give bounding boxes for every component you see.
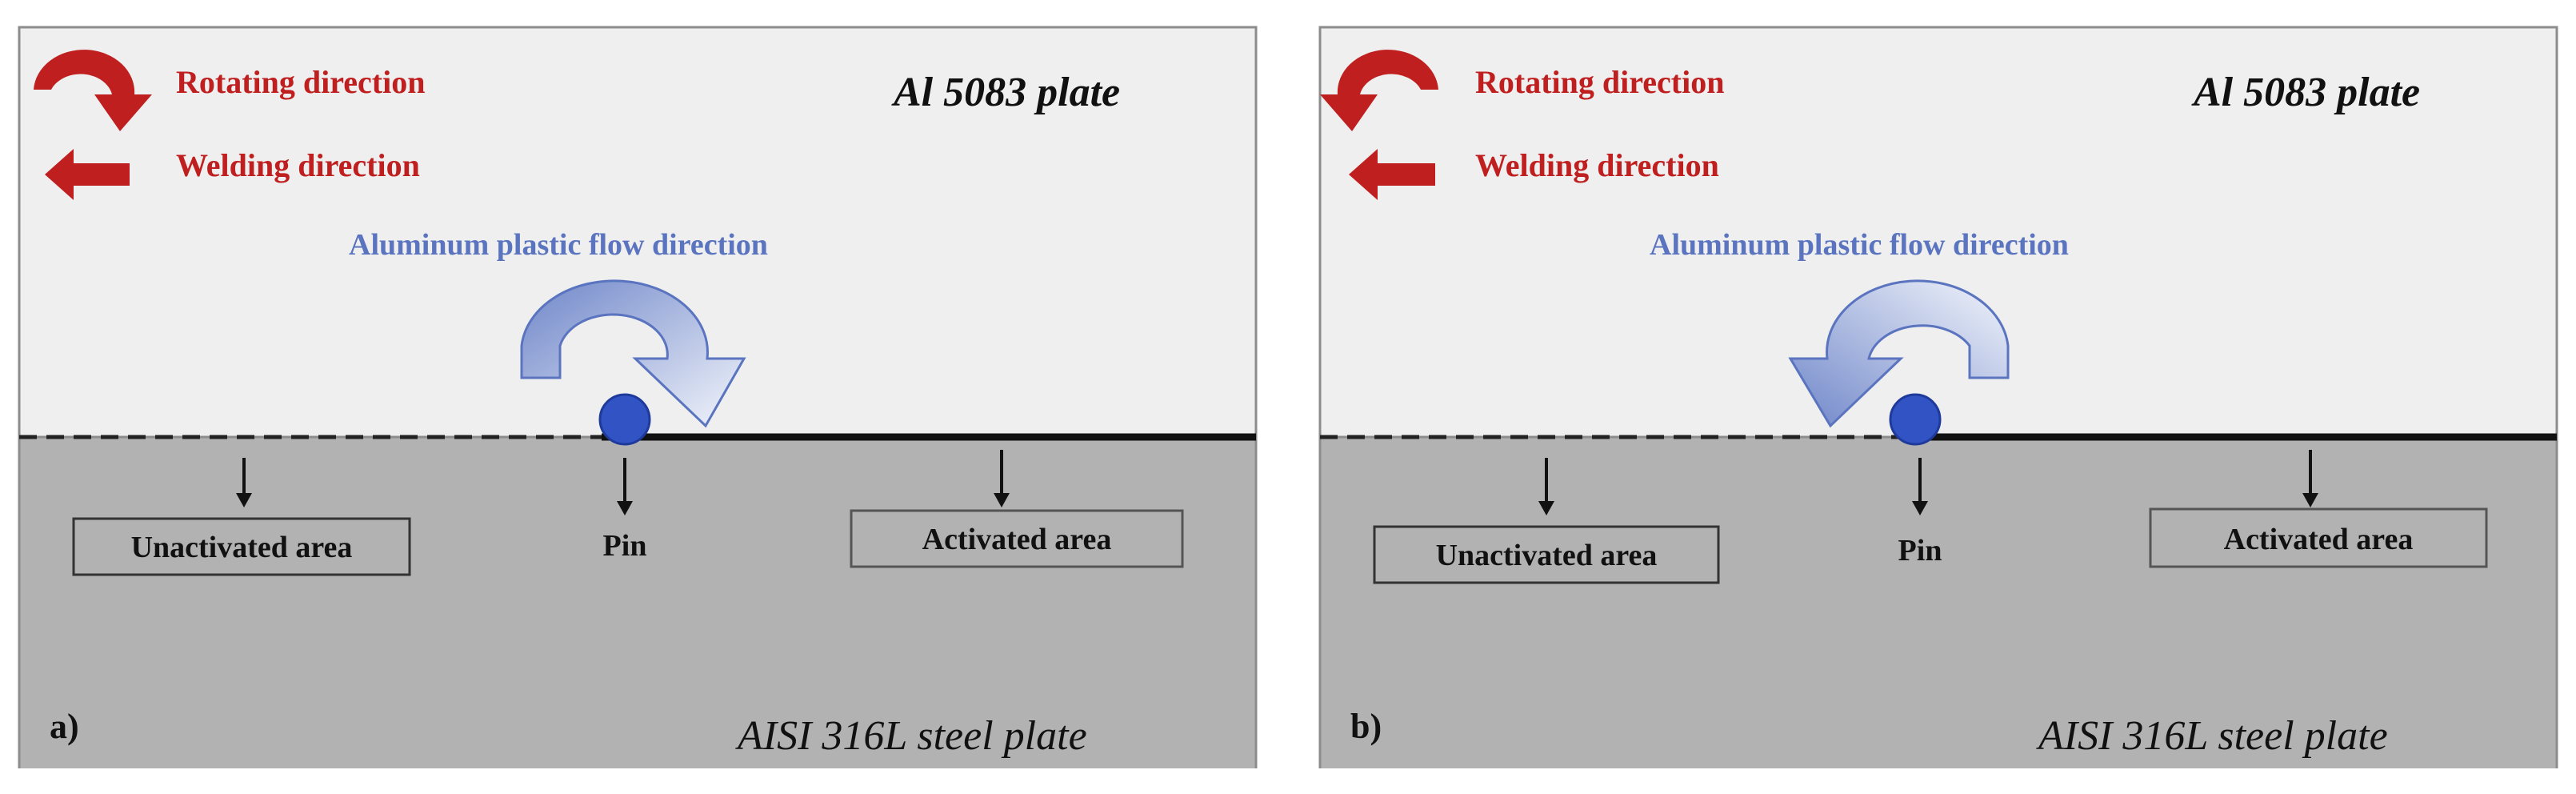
pin-arrow-icon xyxy=(1912,458,1928,515)
unactivated-area-box xyxy=(1373,525,1720,584)
panel-label: b) xyxy=(1350,707,1382,746)
activated-area-box xyxy=(2149,507,2488,568)
unactivated-arrow-icon xyxy=(1538,458,1554,515)
pin-label: Pin xyxy=(603,529,647,563)
activated-area-box xyxy=(850,509,1184,568)
activated-area-label: Activated area xyxy=(2224,523,2414,556)
unactivated-area-label: Unactivated area xyxy=(131,531,353,564)
rotating-direction-icon xyxy=(34,50,152,131)
aluminum-plate xyxy=(18,26,1258,439)
rotating-direction-label: Rotating direction xyxy=(176,64,425,100)
activated-arrow-icon xyxy=(2302,450,2318,507)
steel-plate xyxy=(18,435,1258,768)
flow-direction-label: Aluminum plastic flow direction xyxy=(1650,228,2069,262)
welding-direction-icon xyxy=(45,149,130,200)
unactivated-area-box xyxy=(72,517,411,576)
welding-direction-label: Welding direction xyxy=(1475,147,1719,183)
bottom-plate-label: AISI 316L steel plate xyxy=(2036,713,2388,759)
panel-label: a) xyxy=(50,707,79,746)
flow-direction-arrow-icon xyxy=(520,279,746,428)
unactivated-area-label: Unactivated area xyxy=(1436,539,1658,572)
pin-arrow-icon xyxy=(617,458,633,515)
flow-direction-label: Aluminum plastic flow direction xyxy=(349,228,768,262)
pin-icon xyxy=(1889,393,1942,446)
flow-direction-arrow-icon xyxy=(1788,279,2010,428)
activated-arrow-icon xyxy=(994,450,1010,507)
rotating-direction-label: Rotating direction xyxy=(1475,64,1724,100)
top-plate-label: Al 5083 plate xyxy=(891,70,1120,115)
panel-a: Rotating direction Welding direction Al … xyxy=(18,26,1258,768)
aluminum-plate xyxy=(1318,26,2558,439)
welding-direction-icon xyxy=(1349,149,1435,200)
welding-direction-label: Welding direction xyxy=(176,147,420,183)
panel-a-diagram: Rotating direction Welding direction Al … xyxy=(18,26,1258,768)
pin-icon xyxy=(598,393,651,446)
rotating-direction-icon xyxy=(1320,50,1438,131)
top-plate-label: Al 5083 plate xyxy=(2191,70,2420,115)
panel-b-diagram: Rotating direction Welding direction Al … xyxy=(1318,26,2558,768)
activated-area-label: Activated area xyxy=(922,523,1112,556)
bottom-plate-label: AISI 316L steel plate xyxy=(735,713,1087,759)
pin-label: Pin xyxy=(1898,534,1942,567)
unactivated-arrow-icon xyxy=(236,458,252,507)
panel-b: Rotating direction Welding direction Al … xyxy=(1318,26,2558,768)
